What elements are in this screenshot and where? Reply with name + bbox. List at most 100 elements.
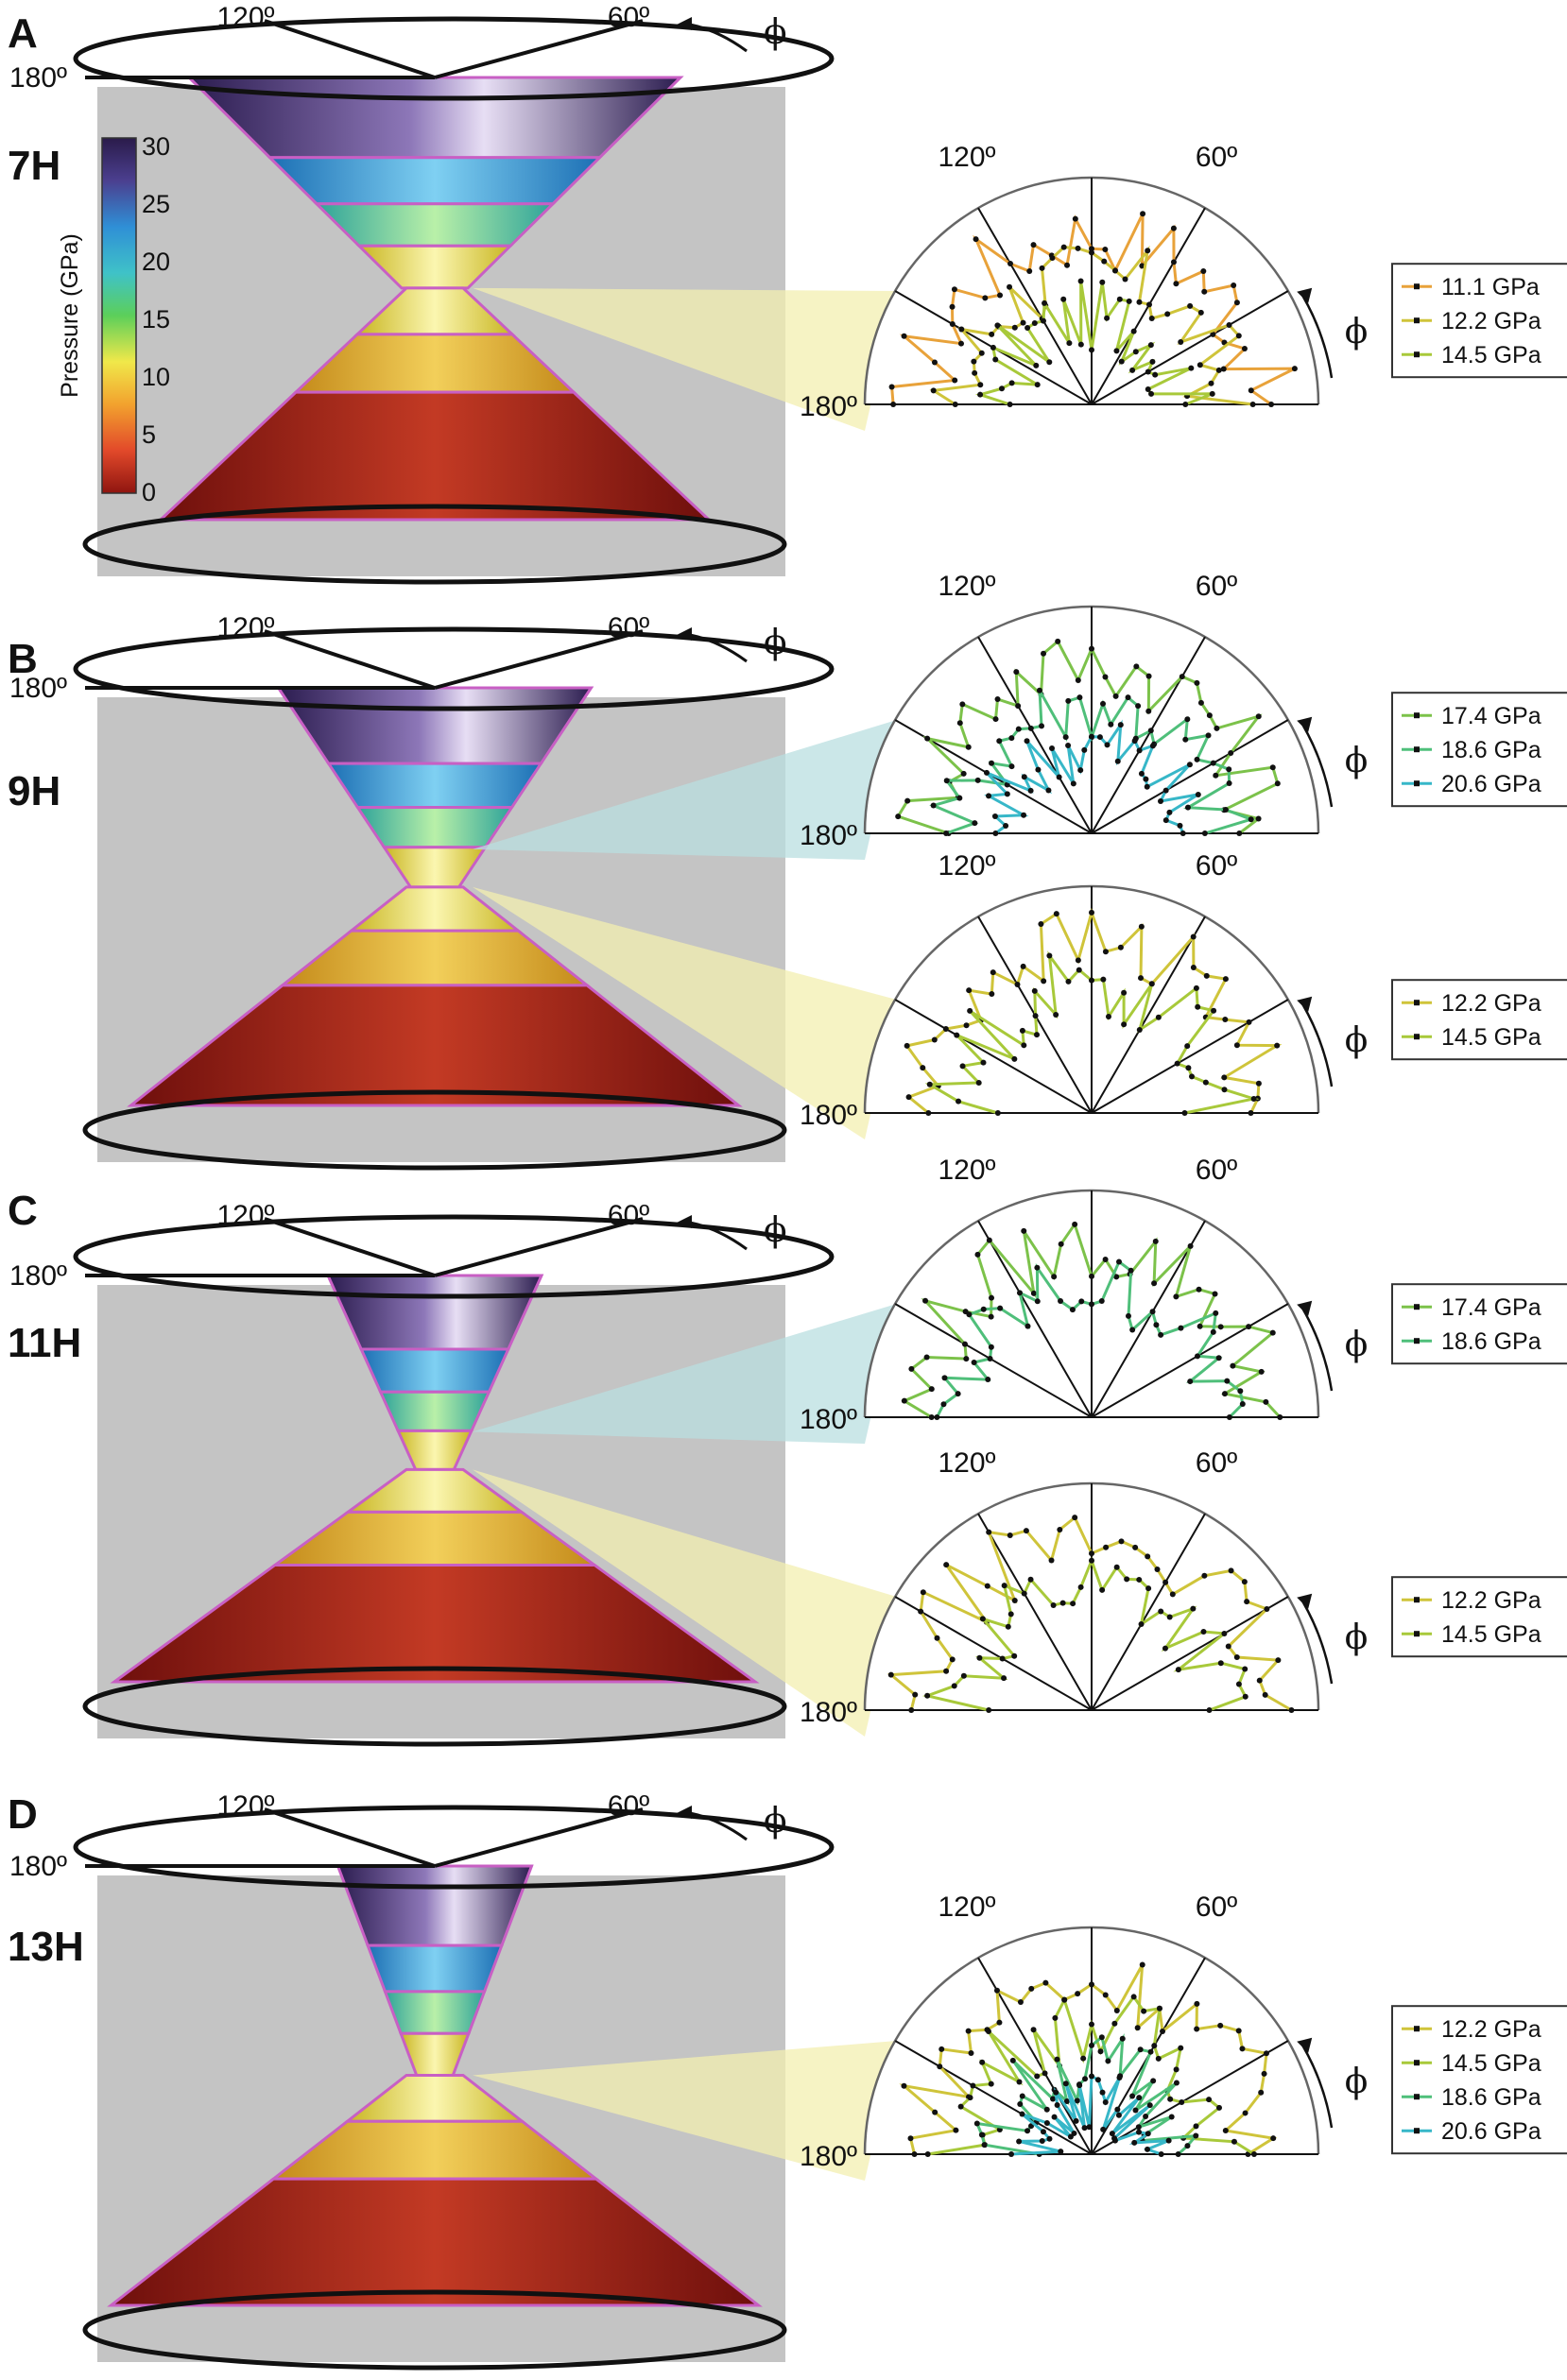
polar-series-point — [1145, 708, 1152, 714]
polar-series-point — [1158, 1331, 1164, 1338]
polar-series-point — [1053, 1012, 1059, 1019]
legend-entry-label: 12.2 GPa — [1441, 990, 1541, 1017]
polar-series-point — [1178, 1325, 1184, 1331]
polar-series-point — [1098, 2034, 1105, 2041]
polar-series-point — [1040, 2129, 1046, 2135]
polar-series-point — [1178, 2045, 1184, 2051]
polar-series-point — [1231, 282, 1237, 288]
polar-series-point — [1115, 2112, 1122, 2118]
legend-entry-label: 18.6 GPa — [1441, 2084, 1541, 2111]
top-ring — [73, 16, 835, 101]
polar-series-point — [940, 1401, 947, 1408]
polar-label-120: 120º — [938, 850, 995, 882]
polar-series-point — [959, 701, 966, 708]
polar-series-point — [1236, 830, 1243, 836]
polar-series-point — [1212, 1291, 1218, 1297]
polar-series-point — [1225, 1643, 1231, 1650]
polar-series-point — [1034, 2073, 1041, 2080]
polar-series-point — [930, 387, 937, 394]
polar-series-point — [1077, 1584, 1084, 1590]
polar-series-point — [1258, 2089, 1265, 2096]
polar-series-point — [1080, 2055, 1087, 2062]
polar-series-point — [1130, 1994, 1137, 2000]
polar-series-point — [1277, 1414, 1283, 1420]
bottom-ring — [82, 1089, 787, 1171]
panel-hole-count: 11H — [8, 1320, 81, 1366]
legend-entry-label: 14.5 GPa — [1441, 1024, 1541, 1051]
polar-series-point — [966, 1311, 973, 1318]
polar-spoke — [894, 2040, 1093, 2155]
polar-series-point — [1213, 1310, 1219, 1316]
polar-label-60: 60º — [1196, 142, 1237, 173]
polar-series-point — [1049, 745, 1056, 751]
polar-series-point — [1182, 736, 1189, 743]
polar-series-point — [1113, 2007, 1120, 2013]
polar-series-point — [985, 2029, 991, 2035]
colorbar-tick-label: 10 — [142, 363, 170, 391]
polar-series-point — [904, 797, 911, 804]
polar-series-point — [1288, 1707, 1295, 1713]
polar-series-point — [1089, 645, 1094, 652]
polar-series-point — [1032, 1013, 1039, 1019]
polar-series-point — [1141, 2008, 1147, 2014]
ring-phi-symbol: ϕ — [764, 1802, 787, 1841]
polar-series-point — [1256, 1677, 1263, 1684]
polar-series-point — [1174, 1060, 1180, 1067]
polar-series-point — [1194, 2000, 1200, 2007]
polar-series-point — [1121, 1021, 1128, 1028]
polar-series-point — [1072, 1515, 1078, 1521]
polar-series-point — [1143, 2114, 1149, 2120]
ring-label-180: 180º — [9, 1851, 67, 1882]
polar-series-point — [1173, 1293, 1180, 1300]
polar-series-point — [1221, 1630, 1228, 1636]
polar-series-point — [1184, 716, 1191, 723]
polar-series-point — [1111, 267, 1118, 274]
polar-series-point — [1089, 1273, 1094, 1279]
polar-series-point — [924, 2151, 931, 2157]
polar-series-point — [1203, 972, 1210, 979]
polar-series-point — [992, 356, 999, 363]
phi-arrow — [1301, 1601, 1334, 1685]
polar-series-point — [957, 2103, 964, 2110]
polar-series-point — [1048, 1557, 1055, 1564]
polar-series-point — [972, 820, 978, 827]
polar-series-point — [1146, 2102, 1153, 2109]
polar-legend — [1391, 1283, 1567, 1365]
polar-series-point — [1118, 358, 1125, 365]
top-ring — [73, 626, 835, 711]
polar-series-point — [1268, 402, 1275, 407]
legend-entry-label: 14.5 GPa — [1441, 1621, 1541, 1648]
polar-series-point — [1193, 2123, 1199, 2130]
polar-series-point — [887, 1671, 894, 1678]
polar-spoke — [1091, 2040, 1289, 2155]
phi-symbol: ϕ — [1345, 1618, 1369, 1657]
polar-series-point — [1129, 367, 1136, 373]
upper-cone-band — [266, 156, 604, 206]
polar-series-point — [986, 1707, 992, 1713]
polar-series-point — [1185, 1065, 1192, 1071]
polar-series-point — [1104, 315, 1111, 321]
polar-legend — [1391, 1576, 1567, 1658]
polar-series-point — [1061, 1996, 1068, 2003]
polar-series-point — [1151, 2043, 1158, 2049]
polar-series-point — [997, 292, 1004, 299]
polar-series-point — [1210, 331, 1216, 337]
polar-series-point — [1116, 1258, 1123, 1265]
polar-series-point — [1058, 1297, 1064, 1304]
polar-series-point — [966, 987, 973, 994]
polar-series-point — [996, 2019, 1003, 2026]
polar-series-point — [1028, 1985, 1035, 1992]
phi-arrow — [1301, 1308, 1334, 1392]
projection-cone — [473, 2041, 897, 2181]
polar-series-point — [992, 716, 999, 723]
polar-series-point — [1197, 699, 1204, 706]
polar-series-point — [1089, 1557, 1094, 1564]
polar-label-180: 180º — [800, 820, 857, 851]
ring-label-180: 180º — [9, 1260, 67, 1292]
legend-entry-label: 18.6 GPa — [1441, 737, 1541, 763]
polar-series-point — [1129, 2093, 1136, 2099]
polar-series-point — [1134, 2025, 1141, 2031]
polar-spoke — [894, 1303, 1093, 1418]
